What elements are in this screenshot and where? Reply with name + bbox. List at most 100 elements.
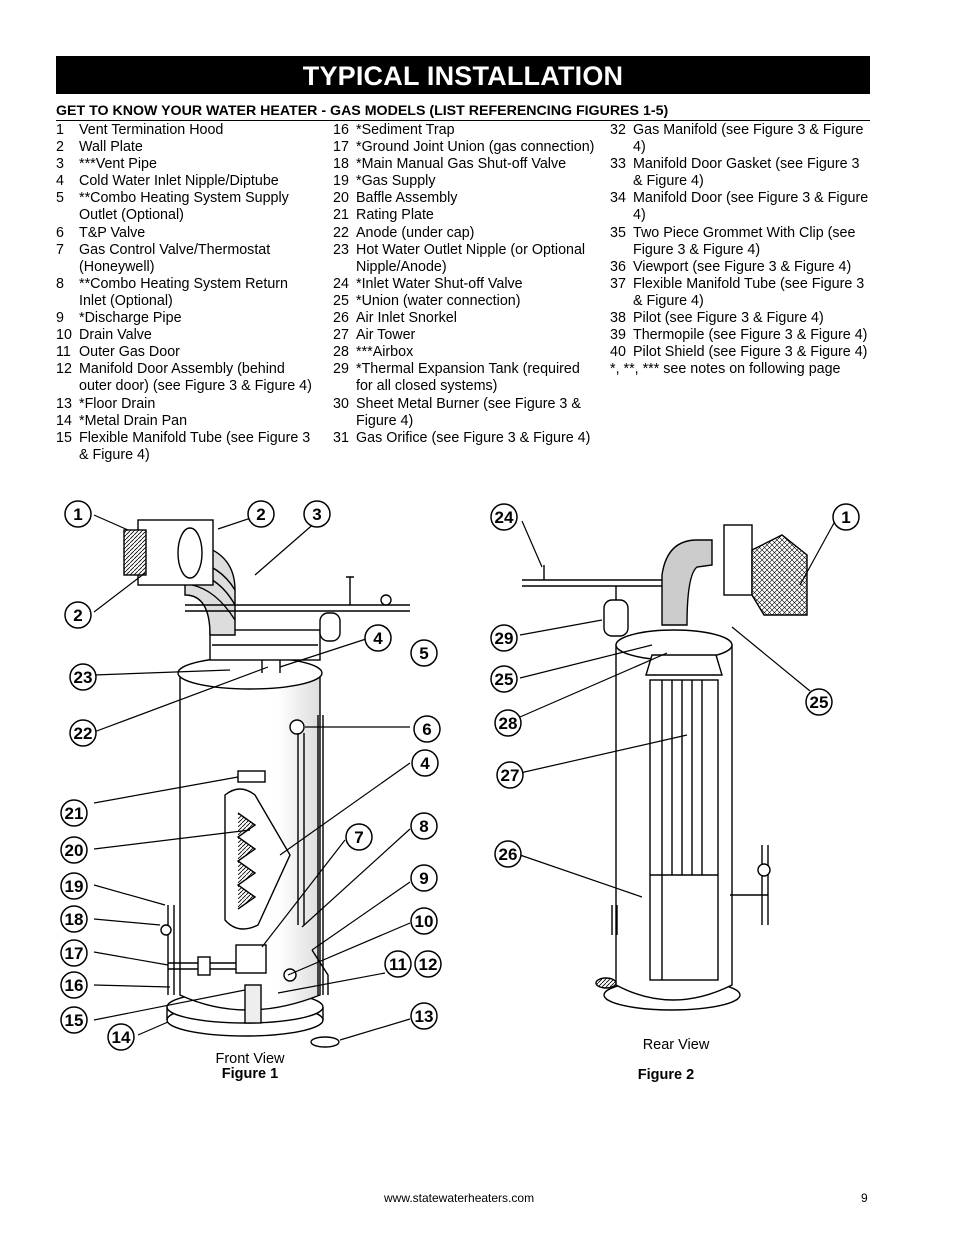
footer-page-number: 9 xyxy=(861,1191,868,1205)
heater-drawing-rear xyxy=(522,524,808,1011)
callout-badge: 5 xyxy=(410,639,438,667)
figure-2-caption: Rear View xyxy=(616,1037,736,1053)
callout-circle xyxy=(60,971,88,999)
callout-circle xyxy=(410,864,438,892)
callout-number: 5 xyxy=(419,644,428,663)
callout-number: 26 xyxy=(499,845,518,864)
callout-number: 2 xyxy=(73,606,82,625)
callout-circle xyxy=(496,761,524,789)
part-number: 30 xyxy=(333,395,349,412)
figure-2-leader-lines xyxy=(519,520,835,898)
part-number: 18 xyxy=(333,156,349,173)
figure-1-title: Figure 1 xyxy=(221,1066,279,1082)
callout-circle xyxy=(69,663,97,691)
part-label: Sheet Metal Burner (see Figure 3 & Figur… xyxy=(356,395,581,429)
part-number: 17 xyxy=(333,139,349,156)
callout-circle xyxy=(490,624,518,652)
callout-badge: 1 xyxy=(832,503,860,531)
callout-number: 25 xyxy=(495,670,514,689)
callout-circle xyxy=(60,1006,88,1034)
callout-badge: 25 xyxy=(805,688,833,716)
part-number: 27 xyxy=(333,327,349,344)
part-item: 24*Inlet Water Shut-off Valve xyxy=(333,276,595,293)
callout-badge: 19 xyxy=(60,872,88,900)
part-number: 29 xyxy=(333,361,349,378)
part-item: 3***Vent Pipe xyxy=(56,156,318,173)
part-item: 19*Gas Supply xyxy=(333,173,595,190)
part-label: *Thermal Expansion Tank (required for al… xyxy=(356,361,580,395)
part-number: 34 xyxy=(610,190,626,207)
part-number: 7 xyxy=(56,241,64,258)
callout-number: 7 xyxy=(354,828,363,847)
part-item: 28***Airbox xyxy=(333,344,595,361)
callout-circle xyxy=(494,840,522,868)
part-label: Manifold Door (see Figure 3 & Figure 4) xyxy=(633,190,869,224)
callout-number: 2 xyxy=(256,505,265,524)
part-label: Manifold Door Assembly (behind outer doo… xyxy=(79,361,312,395)
callout-circle xyxy=(410,812,438,840)
figure-2-title: Figure 2 xyxy=(637,1067,695,1083)
part-number: 26 xyxy=(333,310,349,327)
callout-circle xyxy=(410,1002,438,1030)
callout-circle xyxy=(64,500,92,528)
callout-badge: 9 xyxy=(410,864,438,892)
callout-circle xyxy=(414,950,442,978)
callout-number: 28 xyxy=(499,714,518,733)
part-number: 14 xyxy=(56,412,72,429)
part-item: 36 Viewport (see Figure 3 & Figure 4) xyxy=(610,259,872,276)
part-number: 3 xyxy=(56,156,64,173)
part-number: 16 xyxy=(333,122,349,138)
part-item: 34 Manifold Door (see Figure 3 & Figure 4… xyxy=(610,190,872,224)
part-number: 15 xyxy=(56,429,72,446)
part-number: 40 xyxy=(610,344,626,361)
callout-badge: 4 xyxy=(364,624,392,652)
callout-circle xyxy=(494,709,522,737)
figure-1-caption: Front View Figure 1 xyxy=(190,1051,310,1082)
part-label: Viewport (see Figure 3 & Figure 4) xyxy=(633,258,852,275)
part-label: Outer Gas Door xyxy=(79,344,180,361)
callout-badge: 26 xyxy=(494,840,522,868)
callout-badge: 29 xyxy=(490,624,518,652)
callout-number: 3 xyxy=(312,505,321,524)
part-number: 36 xyxy=(610,258,626,275)
callout-number: 4 xyxy=(420,754,430,773)
callout-circle xyxy=(60,836,88,864)
part-label: Air Inlet Snorkel xyxy=(356,310,457,327)
notes-reference: *, **, *** see notes on following page xyxy=(610,361,841,378)
part-number: 39 xyxy=(610,327,626,344)
callout-circle xyxy=(832,503,860,531)
callout-number: 8 xyxy=(419,817,428,836)
callout-badge: 23 xyxy=(69,663,97,691)
callout-badge: 11 xyxy=(384,950,412,978)
callout-badge: 7 xyxy=(345,823,373,851)
part-label: Cold Water Inlet Nipple/Diptube xyxy=(79,173,279,190)
callout-badge: 14 xyxy=(107,1023,135,1051)
callout-circle xyxy=(247,500,275,528)
section-title: GET TO KNOW YOUR WATER HEATER - GAS MODE… xyxy=(56,103,669,119)
part-label: Gas Control Valve/Thermostat (Honeywell) xyxy=(79,241,271,275)
part-number: 37 xyxy=(610,275,626,292)
callout-badge: 3 xyxy=(303,500,331,528)
part-item: 5**Combo Heating System Supply Outlet (O… xyxy=(56,190,318,224)
part-number: 24 xyxy=(333,275,349,292)
callout-number: 18 xyxy=(65,910,84,929)
callout-number: 12 xyxy=(419,955,438,974)
part-label: Pilot (see Figure 3 & Figure 4) xyxy=(633,310,824,327)
callout-badge: 17 xyxy=(60,939,88,967)
part-label: **Combo Heating System Supply Outlet (Op… xyxy=(79,190,289,224)
part-number: 28 xyxy=(333,344,349,361)
part-label: Drain Valve xyxy=(79,327,152,344)
part-label: *Main Manual Gas Shut-off Valve xyxy=(356,156,567,173)
